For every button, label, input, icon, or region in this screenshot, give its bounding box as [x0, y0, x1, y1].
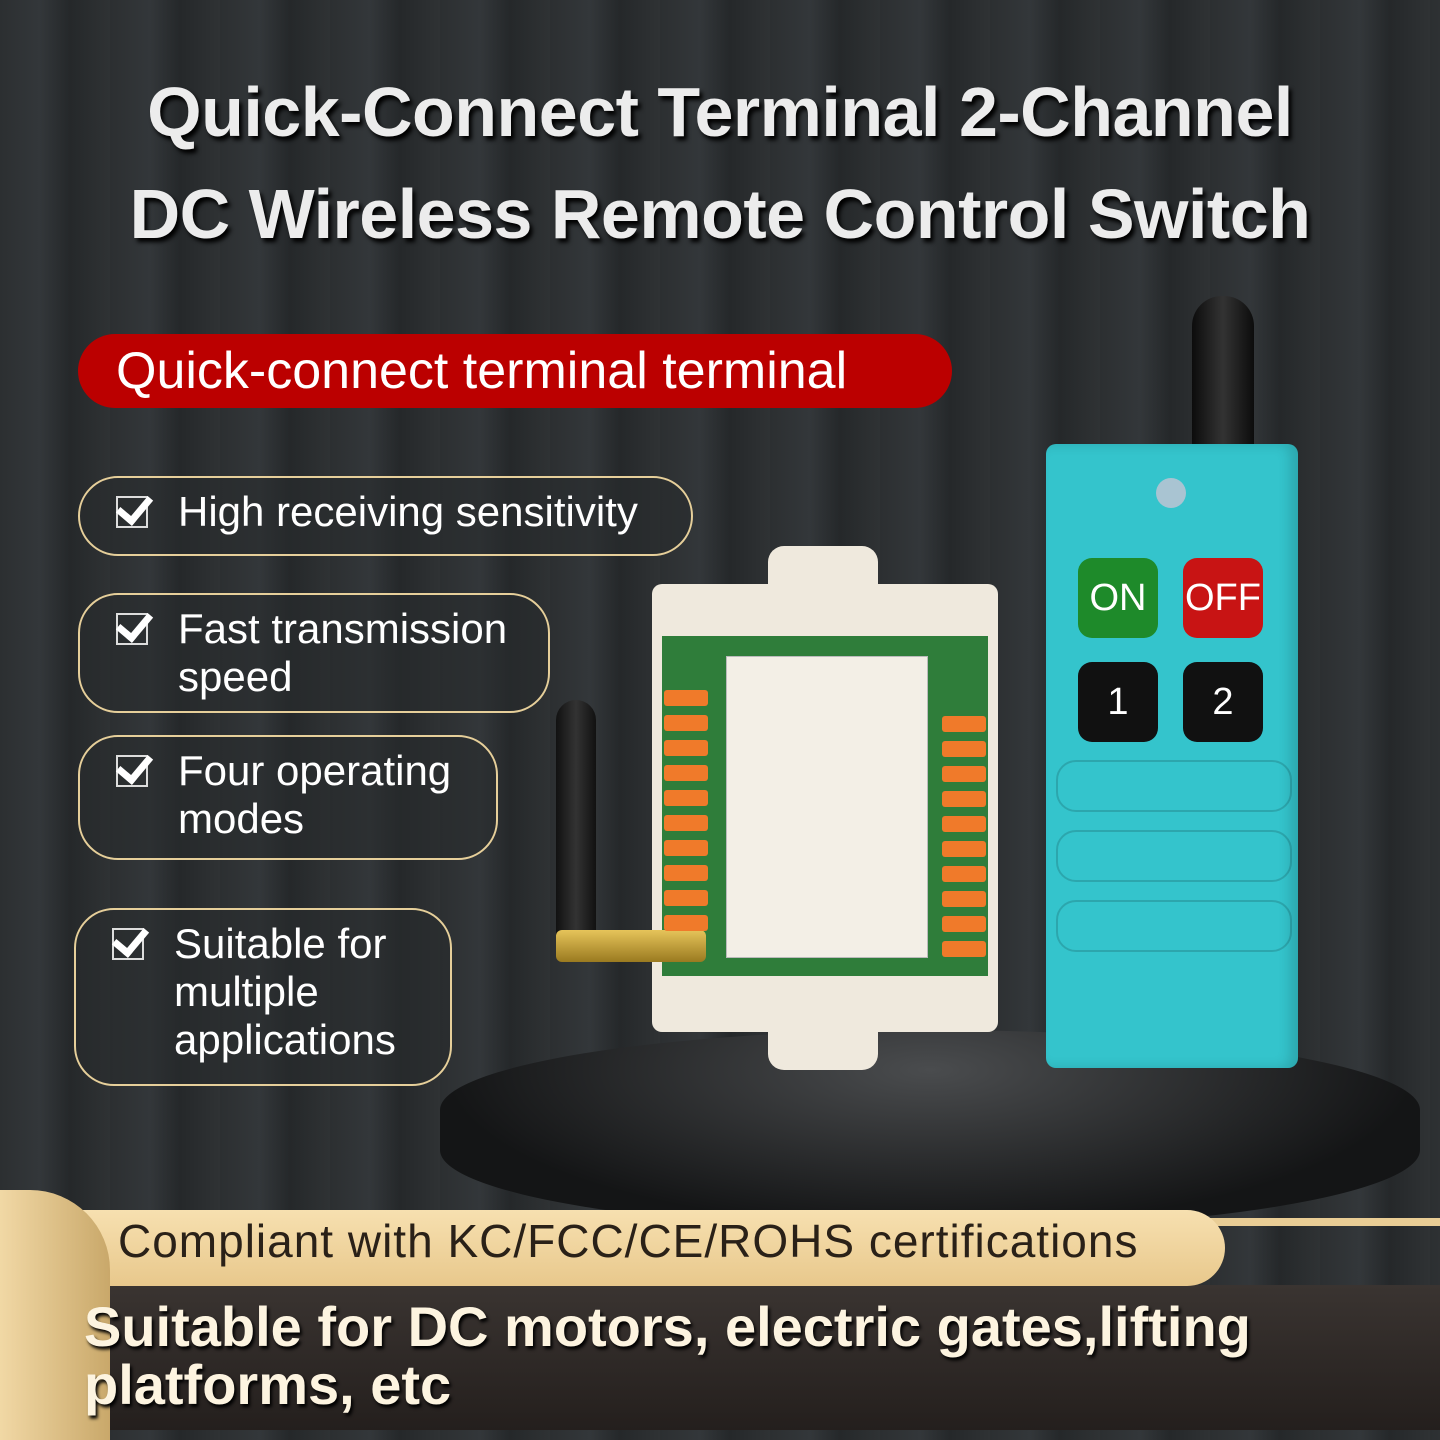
remote-button-2[interactable]: 2 [1183, 662, 1263, 742]
terminal-lever [664, 840, 708, 856]
remote-antenna [1192, 296, 1254, 456]
feature-item: Fast transmission speed [78, 593, 550, 713]
antenna-connector [556, 930, 706, 962]
feature-label: Suitable for multiple applications [174, 920, 396, 1063]
terminal-lever [664, 765, 708, 781]
title-line-2: DC Wireless Remote Control Switch [129, 175, 1311, 253]
feature-item: High receiving sensitivity [78, 476, 693, 556]
remote-on-button[interactable]: ON [1078, 558, 1158, 638]
terminal-lever [942, 891, 986, 907]
terminal-lever [942, 741, 986, 757]
remote-button-1[interactable]: 1 [1078, 662, 1158, 742]
receiver-label [726, 656, 928, 958]
title-line-1: Quick-Connect Terminal 2-Channel [147, 73, 1293, 151]
quick-connect-badge: Quick-connect terminal terminal [78, 334, 952, 408]
terminal-lever [664, 890, 708, 906]
terminal-lever [942, 916, 986, 932]
terminal-lever [664, 715, 708, 731]
terminal-lever [942, 866, 986, 882]
feature-label: High receiving sensitivity [178, 488, 638, 535]
remote-control [1046, 444, 1298, 1068]
certification-text: Compliant with KC/FCC/CE/ROHS certificat… [118, 1215, 1139, 1267]
remote-off-button[interactable]: OFF [1183, 558, 1263, 638]
terminal-lever [664, 815, 708, 831]
receiver-antenna [556, 700, 596, 950]
feature-label: Fast transmission speed [178, 605, 508, 700]
feature-item: Four operating modes [78, 735, 498, 860]
checkbox-checked-icon [116, 613, 148, 645]
applications-text: Suitable for DC motors, electric gates,l… [84, 1295, 1251, 1416]
grip-rib [1056, 760, 1292, 812]
checkbox-checked-icon [112, 928, 144, 960]
certification-band [80, 1210, 1225, 1286]
terminal-lever [942, 841, 986, 857]
terminal-lever [942, 766, 986, 782]
grip-rib [1056, 830, 1292, 882]
terminal-lever [942, 791, 986, 807]
terminal-lever [664, 865, 708, 881]
terminal-lever [664, 690, 708, 706]
terminal-lever [942, 941, 986, 957]
grip-rib [1056, 900, 1292, 952]
checkbox-checked-icon [116, 496, 148, 528]
indicator-led [1156, 478, 1186, 508]
gold-ribbon-curl [0, 1190, 110, 1440]
terminal-lever [942, 816, 986, 832]
terminal-lever [942, 716, 986, 732]
checkbox-checked-icon [116, 755, 148, 787]
terminal-lever [664, 915, 708, 931]
terminal-lever [664, 740, 708, 756]
applications-band [30, 1285, 1440, 1430]
feature-item: Suitable for multiple applications [74, 908, 452, 1086]
feature-label: Four operating modes [178, 747, 452, 842]
terminal-lever [664, 790, 708, 806]
